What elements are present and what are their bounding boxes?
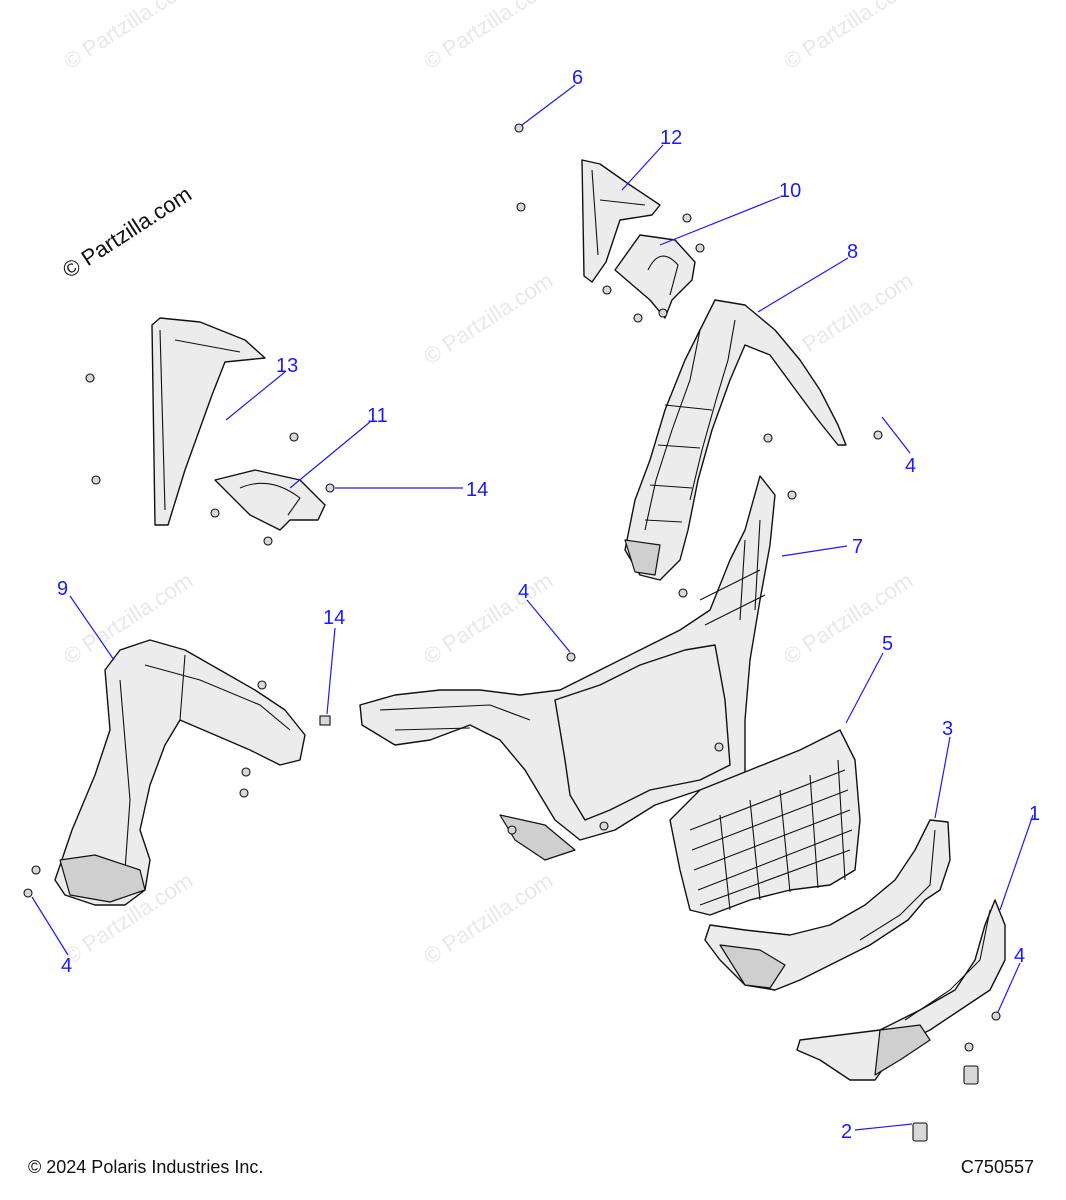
fastener bbox=[210, 508, 220, 518]
watermark: © Partzilla.com bbox=[779, 567, 917, 669]
callout-1: 1 bbox=[1029, 803, 1040, 825]
fastener bbox=[633, 313, 643, 323]
watermark: © Partzilla.com bbox=[419, 0, 557, 74]
callout-4: 4 bbox=[61, 955, 72, 977]
watermark: © Partzilla.com bbox=[779, 267, 917, 369]
callout-4: 4 bbox=[518, 581, 529, 603]
part-11-gusset bbox=[214, 469, 326, 531]
fastener bbox=[873, 430, 883, 440]
fastener bbox=[599, 821, 609, 831]
fastener bbox=[239, 788, 249, 798]
fastener bbox=[85, 373, 95, 383]
callout-5: 5 bbox=[882, 633, 893, 655]
watermark: © Partzilla.com bbox=[419, 267, 557, 369]
fastener bbox=[91, 475, 101, 485]
watermark: © Partzilla.com bbox=[779, 0, 917, 74]
part-12-side-panel bbox=[581, 159, 661, 283]
fastener bbox=[695, 243, 705, 253]
fastener bbox=[682, 213, 692, 223]
fastener bbox=[257, 680, 267, 690]
fastener bbox=[714, 742, 724, 752]
fastener bbox=[678, 588, 688, 598]
callout-14: 14 bbox=[323, 607, 345, 629]
part-10-gusset bbox=[614, 234, 696, 319]
fastener bbox=[963, 1065, 979, 1085]
callouts: 6 12 10 8 13 11 14 4 4 7 9 14 4 5 3 1 4 … bbox=[57, 67, 1040, 1143]
part-13-side-panel bbox=[151, 317, 266, 526]
callout-8: 8 bbox=[847, 241, 858, 263]
callout-7: 7 bbox=[852, 536, 863, 558]
fastener bbox=[566, 652, 576, 662]
fastener bbox=[263, 536, 273, 546]
callout-2: 2 bbox=[841, 1121, 852, 1143]
fastener bbox=[658, 308, 668, 318]
part-8-right-fender bbox=[624, 299, 847, 581]
part-5-grille bbox=[669, 729, 861, 916]
fastener bbox=[763, 433, 773, 443]
callout-14: 14 bbox=[466, 479, 488, 501]
fastener bbox=[964, 1042, 974, 1052]
callout-13: 13 bbox=[276, 355, 298, 377]
leader-lines bbox=[31, 84, 1034, 1131]
callout-9: 9 bbox=[57, 578, 68, 600]
fastener bbox=[23, 888, 33, 898]
fastener bbox=[319, 715, 331, 726]
copyright-text: © 2024 Polaris Industries Inc. bbox=[28, 1157, 264, 1177]
fastener bbox=[602, 285, 612, 295]
fastener bbox=[514, 123, 524, 133]
callout-10: 10 bbox=[779, 180, 801, 202]
watermark: © Partzilla.com bbox=[59, 0, 197, 74]
callout-3: 3 bbox=[942, 718, 953, 740]
part-7-front-frame bbox=[359, 475, 776, 861]
fastener bbox=[516, 202, 526, 212]
callout-12: 12 bbox=[660, 127, 682, 149]
fastener bbox=[991, 1011, 1001, 1021]
callout-4: 4 bbox=[905, 455, 916, 477]
part-1-skid-plate bbox=[796, 899, 1006, 1081]
fastener bbox=[912, 1122, 928, 1142]
part-3-lower-panel bbox=[704, 819, 951, 991]
callout-11: 11 bbox=[367, 405, 388, 427]
fastener bbox=[241, 767, 251, 777]
watermark: © Partzilla.com bbox=[419, 567, 557, 669]
fasteners bbox=[23, 123, 1001, 1142]
fastener bbox=[325, 483, 335, 493]
fastener bbox=[31, 865, 41, 875]
watermark: © Partzilla.com bbox=[419, 867, 557, 969]
part-9-left-fender bbox=[54, 639, 306, 906]
figure-code: C750557 bbox=[960, 1157, 1034, 1177]
fastener bbox=[507, 825, 517, 835]
fastener bbox=[787, 490, 797, 500]
callout-4: 4 bbox=[1014, 945, 1025, 967]
callout-6: 6 bbox=[572, 67, 583, 89]
fastener bbox=[289, 432, 299, 442]
